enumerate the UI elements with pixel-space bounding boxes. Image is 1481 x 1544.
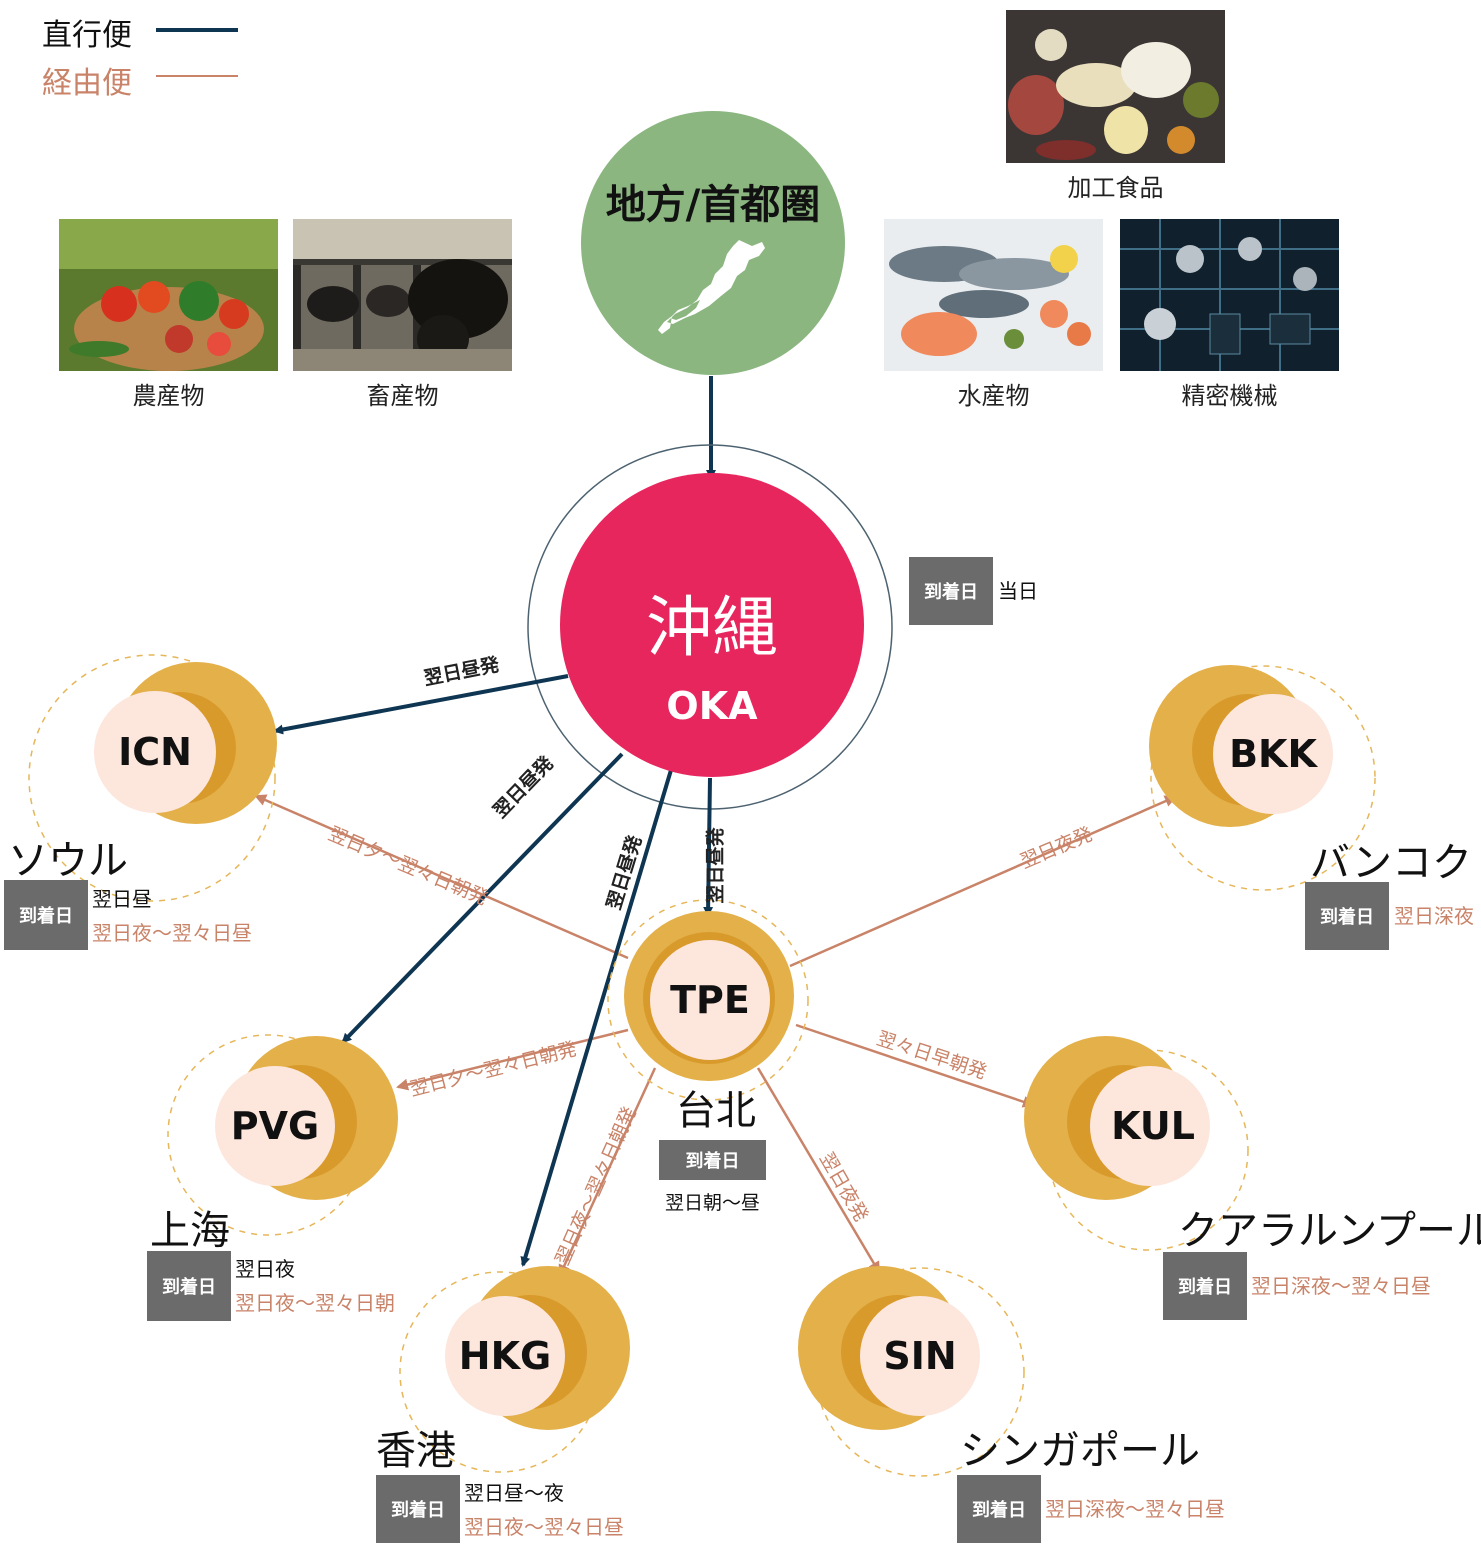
caption-agriculture: 農産物 bbox=[132, 382, 205, 410]
caption-processed-food: 加工食品 bbox=[1067, 174, 1164, 202]
hub-arrival-badge: 到着日 bbox=[909, 557, 993, 625]
code-hkg: HKG bbox=[458, 1334, 552, 1378]
caption-precision-machinery: 精密機械 bbox=[1181, 382, 1278, 410]
code-pvg: PVG bbox=[230, 1104, 320, 1148]
arrival-direct-pvg: 翌日夜 bbox=[235, 1257, 295, 1281]
cattle-photo bbox=[293, 219, 512, 371]
hub-arrival-value: 当日 bbox=[998, 579, 1038, 603]
hub-code: OKA bbox=[666, 684, 758, 728]
legend-direct-label: 直行便 bbox=[42, 18, 132, 53]
city-bangkok: バンコク bbox=[1310, 840, 1472, 886]
node-icn bbox=[28, 654, 277, 902]
source-label: 地方/首都圏 bbox=[605, 182, 821, 228]
code-kul: KUL bbox=[1111, 1104, 1195, 1148]
oka-hkg-line bbox=[520, 769, 673, 1267]
arrival-badge-pvg: 到着日 bbox=[147, 1251, 231, 1321]
seafood-photo bbox=[884, 219, 1103, 371]
oka-tpe-line bbox=[703, 777, 714, 917]
code-icn: ICN bbox=[118, 730, 192, 774]
hub-circle bbox=[560, 473, 864, 777]
node-tpe bbox=[607, 899, 809, 1101]
arrival-badge-hkg: 到着日 bbox=[376, 1475, 460, 1543]
oka-icn-line bbox=[273, 674, 569, 735]
circuit-board-photo bbox=[1120, 219, 1339, 371]
city-taipei: 台北 bbox=[676, 1088, 756, 1134]
japan-map-icon bbox=[658, 240, 765, 334]
oka-pvg-line bbox=[341, 752, 624, 1044]
hub-name: 沖縄 bbox=[646, 589, 778, 666]
node-kul bbox=[1024, 1036, 1249, 1251]
city-shanghai: 上海 bbox=[150, 1208, 230, 1254]
arrival-direct-hkg: 翌日昼〜夜 bbox=[464, 1481, 564, 1505]
arrival-badge-kul: 到着日 bbox=[1163, 1252, 1247, 1320]
arrival-transit-sin: 翌日深夜〜翌々日昼 bbox=[1045, 1497, 1225, 1521]
direct-routes bbox=[273, 674, 714, 1267]
tpe-sin-line bbox=[756, 1067, 881, 1274]
code-tpe: TPE bbox=[670, 978, 750, 1022]
tpe-bkk-line bbox=[789, 795, 1177, 968]
source-circle bbox=[581, 111, 845, 375]
processed-food-photo bbox=[1006, 10, 1225, 163]
node-bkk bbox=[1149, 665, 1376, 891]
arrival-badge-sin: 到着日 bbox=[957, 1475, 1041, 1543]
arrival-badge-icn: 到着日 bbox=[4, 880, 88, 950]
code-sin: SIN bbox=[883, 1334, 957, 1378]
city-seoul: ソウル bbox=[8, 838, 128, 884]
arrival-transit-bkk: 翌日深夜 bbox=[1394, 904, 1474, 928]
city-hong-kong: 香港 bbox=[376, 1428, 456, 1474]
legend-transit-label: 経由便 bbox=[42, 66, 132, 101]
caption-seafood: 水産物 bbox=[957, 382, 1030, 410]
tpe-kul-line bbox=[795, 1023, 1035, 1108]
tpe-hkg-line bbox=[558, 1067, 657, 1277]
city-singapore: シンガポール bbox=[960, 1428, 1200, 1474]
arrival-badge-bkk: 到着日 bbox=[1305, 882, 1389, 950]
vegetable-basket-photo bbox=[59, 219, 278, 371]
node-pvg bbox=[167, 1034, 398, 1236]
arrival-badge-tpe: 到着日 bbox=[659, 1140, 766, 1180]
node-hkg bbox=[399, 1266, 630, 1473]
arrival-direct-icn: 翌日昼 bbox=[92, 887, 152, 911]
arrival-transit-hkg: 翌日夜〜翌々日昼 bbox=[464, 1515, 624, 1539]
arrival-transit-pvg: 翌日夜〜翌々日朝 bbox=[235, 1291, 395, 1315]
arrival-transit-icn: 翌日夜〜翌々日昼 bbox=[92, 921, 252, 945]
node-sin bbox=[798, 1266, 1025, 1477]
city-kuala-lumpur: クアラルンプール bbox=[1178, 1208, 1481, 1254]
caption-livestock: 畜産物 bbox=[366, 382, 439, 410]
code-bkk: BKK bbox=[1229, 732, 1317, 776]
arrival-transit-kul: 翌日深夜〜翌々日昼 bbox=[1251, 1274, 1431, 1298]
route-label-oka-tpe: 翌日昼発 bbox=[704, 827, 727, 904]
tpe-icn-line bbox=[254, 794, 629, 960]
arrival-value-tpe: 翌日朝〜昼 bbox=[664, 1192, 760, 1214]
